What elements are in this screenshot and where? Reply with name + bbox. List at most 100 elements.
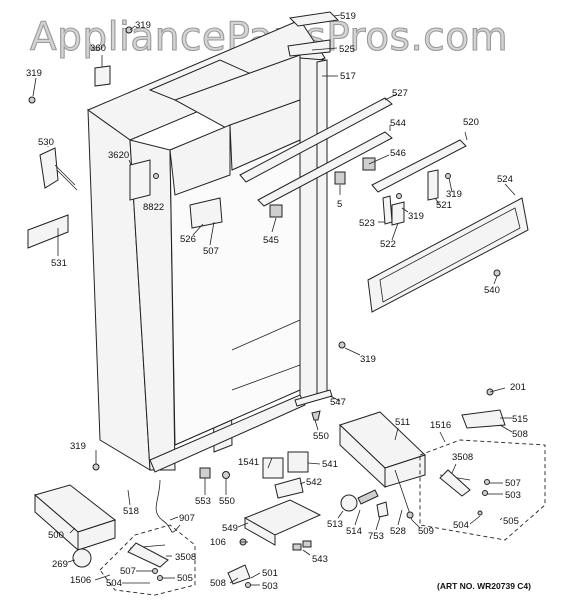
callout-520: 520 xyxy=(463,117,479,128)
housing-511 xyxy=(339,411,426,489)
kit-box-1516 xyxy=(419,439,546,541)
screw-icon xyxy=(28,96,36,104)
callout-517: 517 xyxy=(340,71,356,82)
callout-504: 504 xyxy=(453,520,469,531)
part-550-upper xyxy=(311,410,321,421)
callout-522: 522 xyxy=(380,239,396,250)
callout-545: 545 xyxy=(263,235,279,246)
callout-544: 544 xyxy=(390,118,406,129)
callout-509: 509 xyxy=(418,526,434,537)
hinge-530 xyxy=(39,147,78,191)
callout-549: 549 xyxy=(222,523,238,534)
screw-icon xyxy=(92,463,100,471)
callout-319: 319 xyxy=(360,354,376,365)
art-number: (ART NO. WR20739 C4) xyxy=(437,581,531,591)
callout-319: 319 xyxy=(70,441,86,452)
clip-545 xyxy=(269,204,283,218)
kit-box-1506 xyxy=(99,524,196,596)
callout-753: 753 xyxy=(368,531,384,542)
screw-icon xyxy=(484,479,490,485)
callout-269: 269 xyxy=(52,559,68,570)
callout-507: 507 xyxy=(203,246,219,257)
bracket-501 xyxy=(227,564,251,585)
callout-515: 515 xyxy=(512,414,528,425)
screw-icon xyxy=(396,193,402,199)
callout-547: 547 xyxy=(330,397,346,408)
callout-5: 5 xyxy=(337,199,342,210)
callout-3508: 3508 xyxy=(452,452,473,463)
bracket-515 xyxy=(461,409,506,429)
strip-3620 xyxy=(129,159,151,201)
bracket-523 xyxy=(382,195,393,225)
plate-542 xyxy=(274,477,304,499)
callout-543: 543 xyxy=(312,554,328,565)
callout-511: 511 xyxy=(395,417,410,428)
callout-8822: 8822 xyxy=(143,202,164,213)
callout-518: 518 xyxy=(123,506,139,517)
top-bracket-519 xyxy=(288,11,341,27)
callout-531: 531 xyxy=(51,258,67,269)
trim-strip-517 xyxy=(316,59,328,399)
screw-icon xyxy=(153,173,159,179)
screw-icon xyxy=(445,173,451,179)
callout-507: 507 xyxy=(505,478,521,489)
bracket-525 xyxy=(287,39,331,57)
callout-546: 546 xyxy=(390,148,406,159)
callout-504: 504 xyxy=(106,578,122,589)
callout-3508: 3508 xyxy=(175,552,196,563)
strip-547 xyxy=(294,389,333,407)
callout-513: 513 xyxy=(327,519,343,530)
callout-530: 530 xyxy=(38,137,54,148)
callout-508: 508 xyxy=(210,578,226,589)
callout-542: 542 xyxy=(306,477,322,488)
cam-3508-left xyxy=(127,542,169,568)
callout-1516: 1516 xyxy=(430,420,451,431)
callout-106: 106 xyxy=(210,537,226,548)
callout-519: 519 xyxy=(340,11,356,22)
callout-526: 526 xyxy=(180,234,196,245)
block-1541 xyxy=(262,457,284,479)
callout-500: 500 xyxy=(48,530,64,541)
latch-521 xyxy=(427,169,439,201)
callout-907: 907 xyxy=(179,513,195,524)
callout-508: 508 xyxy=(512,429,528,440)
hinge-plate-526 xyxy=(189,197,223,229)
callout-360: 360 xyxy=(90,43,106,54)
callout-540: 540 xyxy=(484,285,500,296)
callout-201: 201 xyxy=(510,382,526,393)
cabinet-case xyxy=(86,19,326,473)
callout-528: 528 xyxy=(390,526,406,537)
clip-5 xyxy=(334,171,346,185)
callout-319: 319 xyxy=(26,68,42,79)
screw-icon xyxy=(125,26,133,34)
part-753 xyxy=(376,501,389,518)
latch-522 xyxy=(391,201,405,226)
callout-503: 503 xyxy=(505,490,521,501)
nut-540 xyxy=(493,269,501,277)
callout-527: 527 xyxy=(392,88,408,99)
screw-icon xyxy=(152,568,158,574)
callout-541: 541 xyxy=(322,459,338,470)
rail-527 xyxy=(239,97,393,183)
callout-1541: 1541 xyxy=(238,457,259,468)
part-553 xyxy=(199,467,211,479)
clip-543 xyxy=(292,543,302,551)
screw-icon xyxy=(482,490,488,496)
panel-524 xyxy=(367,197,529,313)
callout-550: 550 xyxy=(219,496,235,507)
clip-543 xyxy=(302,540,312,548)
callout-507: 507 xyxy=(120,566,136,577)
callout-505: 505 xyxy=(503,516,519,527)
rail-544 xyxy=(257,131,393,207)
fastener-509 xyxy=(406,511,414,519)
screw-icon xyxy=(338,341,346,349)
callout-550: 550 xyxy=(313,431,329,442)
callout-319: 319 xyxy=(135,20,151,31)
tube-907 xyxy=(155,479,181,533)
callout-521: 521 xyxy=(436,200,452,211)
callout-523: 523 xyxy=(359,218,375,229)
callout-319: 319 xyxy=(446,189,462,200)
cam-3508-right xyxy=(439,469,471,497)
bracket-531 xyxy=(27,214,69,249)
